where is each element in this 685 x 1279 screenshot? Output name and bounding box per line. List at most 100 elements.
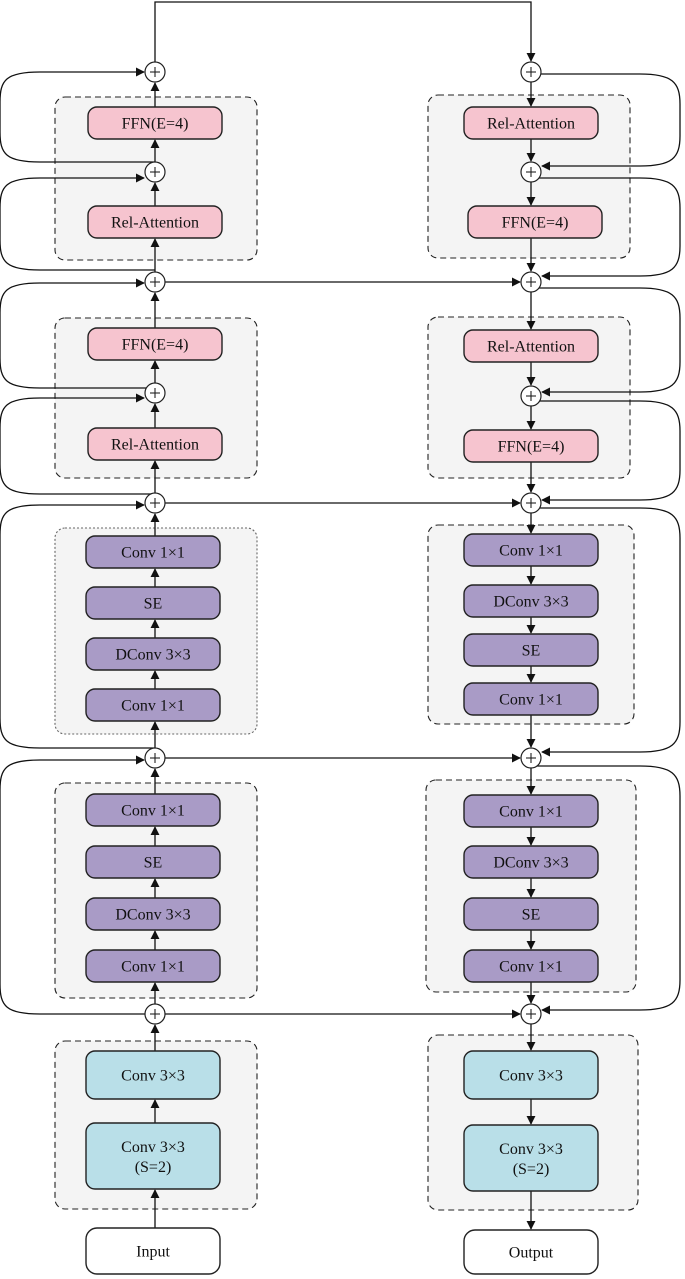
block-r-mb1-2: DConv 3×3 (463, 845, 599, 879)
block-l-tf2-1-label: Rel-Attention (111, 215, 199, 232)
block-r-mb2-1: Conv 1×1 (463, 533, 599, 567)
block-r-stem-2-sublabel: (S=2) (513, 1161, 550, 1178)
sum-nodes (144, 61, 542, 1025)
output-block-box (463, 1229, 599, 1275)
wire-58 (531, 507, 681, 757)
block-r-mb2-1-box (463, 533, 599, 567)
block-r-mb1-3-box (463, 897, 599, 931)
block-r-mb1-1-label: Conv 1×1 (499, 804, 563, 821)
block-r-mb2-3-box (463, 633, 599, 667)
block-r-mb2-4-box (463, 682, 599, 716)
output-block-label: Output (509, 1245, 554, 1262)
right-sum-node-4 (520, 385, 542, 407)
block-l-mb2-2-label: DConv 3×3 (115, 647, 190, 664)
input-block-box (85, 1227, 221, 1275)
left-mbconv-group-top (54, 527, 258, 735)
left-sum-node-6 (144, 747, 166, 769)
block-l-mb2-3: SE (85, 586, 221, 620)
block-l-mb2-4-label: Conv 1×1 (121, 545, 185, 562)
left-sum-node-4 (144, 382, 166, 404)
block-l-mb2-2: DConv 3×3 (85, 637, 221, 671)
block-r-mb2-2-label: DConv 3×3 (493, 594, 568, 611)
block-r-stem-2-label: Conv 3×3 (499, 1141, 563, 1158)
block-l-mb2-3-label: SE (144, 596, 163, 613)
block-l-mb2-4: Conv 1×1 (85, 535, 221, 569)
block-l-mb2-1: Conv 1×1 (85, 688, 221, 722)
block-l-stem-2-label: Conv 3×3 (121, 1068, 185, 1085)
block-l-mb1-1-box (85, 949, 221, 983)
block-r-tf1-2: FFN(E=4) (463, 429, 599, 463)
block-r-mb1-2-label: DConv 3×3 (493, 855, 568, 872)
block-l-mb2-1-label: Conv 1×1 (121, 698, 185, 715)
left-sum-node-3 (144, 271, 166, 293)
block-r-mb2-3: SE (463, 633, 599, 667)
block-l-tf1-1: Rel-Attention (87, 427, 223, 461)
right-sum-node-1 (520, 61, 542, 83)
block-r-mb1-1: Conv 1×1 (463, 794, 599, 828)
block-l-mb1-3-box (85, 845, 221, 879)
block-r-stem-1: Conv 3×3 (463, 1050, 599, 1100)
block-r-tf2-2-label: FFN(E=4) (502, 215, 569, 232)
wire-50 (0, 278, 155, 389)
block-r-tf1-2-box (463, 429, 599, 463)
block-l-stem-1-label: Conv 3×3 (121, 1139, 185, 1156)
block-r-tf1-1-box (463, 329, 599, 363)
block-r-mb1-4-box (463, 949, 599, 983)
block-r-tf2-1-label: Rel-Attention (487, 116, 575, 133)
right-sum-node-3 (520, 271, 542, 293)
block-l-stem-2-box (85, 1050, 221, 1100)
left-sum-node-1 (144, 61, 166, 83)
block-l-mb1-2: DConv 3×3 (85, 897, 221, 931)
block-l-tf2-2: FFN(E=4) (87, 106, 223, 140)
block-r-tf2-2-box (467, 205, 603, 239)
wire-57 (531, 400, 681, 505)
wire-56 (531, 287, 681, 397)
block-l-mb1-2-box (85, 897, 221, 931)
block-l-tf2-1-box (87, 205, 223, 239)
wire-52 (0, 500, 155, 749)
block-r-stem-2-box (463, 1124, 599, 1192)
block-r-mb2-4-label: Conv 1×1 (499, 692, 563, 709)
block-r-mb1-3-label: SE (522, 907, 541, 924)
block-l-tf2-2-label: FFN(E=4) (122, 116, 189, 133)
wire-59 (531, 765, 681, 1015)
block-l-mb1-1-label: Conv 1×1 (121, 959, 185, 976)
wire-54 (531, 73, 681, 171)
block-l-tf1-2-label: FFN(E=4) (122, 337, 189, 354)
block-r-tf1-2-label: FFN(E=4) (498, 439, 565, 456)
block-l-stem-1-box (85, 1122, 221, 1190)
block-l-stem-1: Conv 3×3(S=2) (85, 1122, 221, 1190)
input-block: Input (85, 1227, 221, 1275)
block-r-tf2-2: FFN(E=4) (467, 205, 603, 239)
block-r-tf2-1: Rel-Attention (463, 106, 599, 140)
right-sum-node-2 (520, 161, 542, 183)
block-r-tf2-1-box (463, 106, 599, 140)
block-l-tf1-1-box (87, 427, 223, 461)
wire-51 (0, 393, 155, 495)
left-sum-node-5 (144, 492, 166, 514)
block-r-mb1-3: SE (463, 897, 599, 931)
block-l-mb2-2-box (85, 637, 221, 671)
block-r-mb1-4: Conv 1×1 (463, 949, 599, 983)
block-r-mb1-1-box (463, 794, 599, 828)
output-block: Output (463, 1229, 599, 1275)
block-l-mb1-3-label: SE (144, 855, 163, 872)
left-sum-node-2 (144, 161, 166, 183)
block-r-stem-2: Conv 3×3 (S=2) (463, 1124, 599, 1192)
block-r-mb2-4: Conv 1×1 (463, 682, 599, 716)
wire-53 (0, 755, 155, 1015)
block-l-mb1-4-box (85, 793, 221, 827)
connection-lines (0, 1, 681, 1230)
wire-48 (0, 67, 155, 163)
block-r-mb2-2-box (463, 584, 599, 618)
block-l-mb1-3: SE (85, 845, 221, 879)
block-r-stem-1-label: Conv 3×3 (499, 1068, 563, 1085)
wire-22 (154, 1, 536, 62)
block-r-mb2-2: DConv 3×3 (463, 584, 599, 618)
block-l-mb2-4-box (85, 535, 221, 569)
block-r-mb2-1-label: Conv 1×1 (499, 543, 563, 560)
wire-55 (531, 177, 681, 281)
block-r-tf1-1: Rel-Attention (463, 329, 599, 363)
